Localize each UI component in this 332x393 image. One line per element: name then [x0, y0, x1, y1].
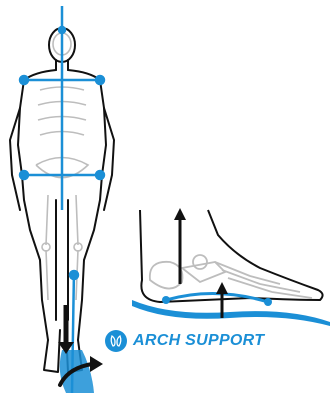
foot-side-view [132, 208, 330, 326]
arch-support-label: ARCH SUPPORT [133, 332, 264, 350]
insole-icon [105, 330, 127, 352]
insole [132, 300, 330, 326]
alignment-lines [20, 6, 104, 393]
arch-support-badge: ARCH SUPPORT [105, 330, 264, 352]
